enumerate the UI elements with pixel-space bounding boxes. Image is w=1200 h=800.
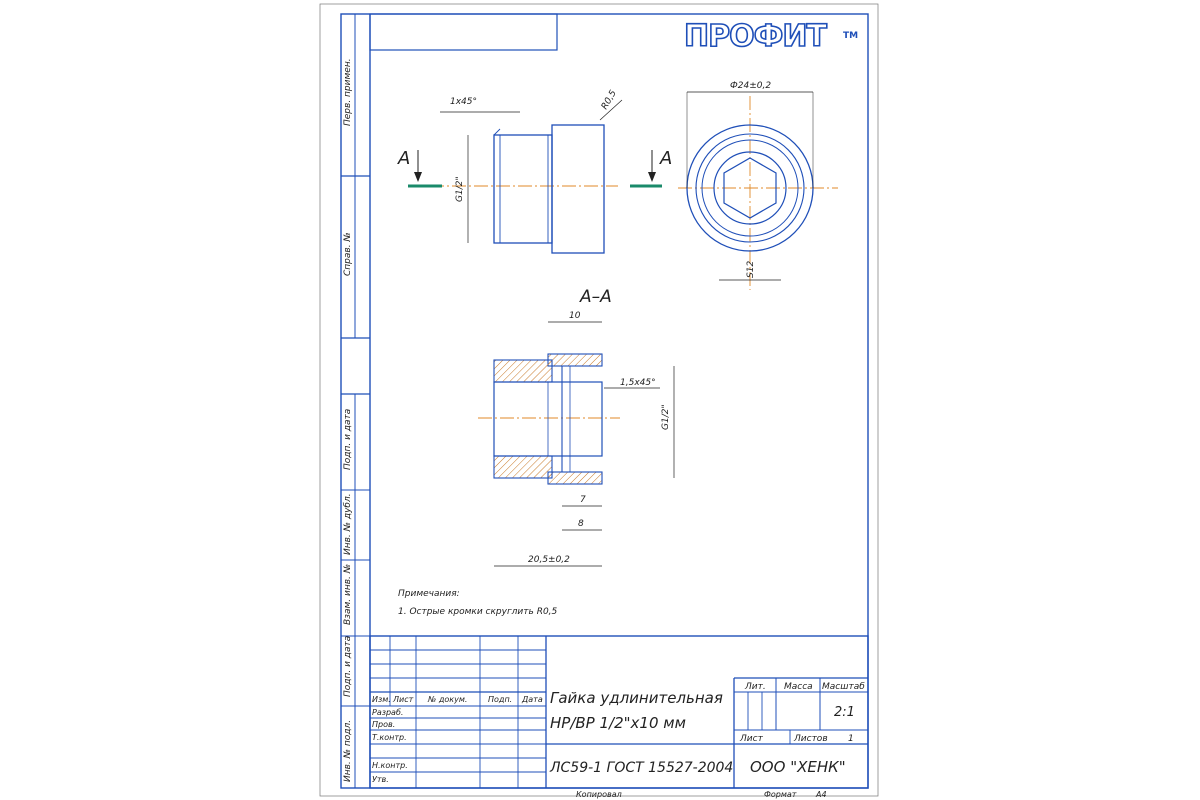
tb-format: Формат [764,790,797,799]
logo-text: ПРОФИТ [684,19,827,54]
tb-utv: Утв. [372,775,389,784]
dim-chamfer-top: 1х45° [450,97,477,107]
logo-tm: TM [843,31,858,41]
notes-title: Примечания: [398,589,460,599]
tb-list-col: Лист [392,695,414,704]
tb-name-line1: Гайка удлинительная [550,689,723,707]
tb-lit: Лит. [744,682,766,692]
dim-length-10: 10 [569,311,581,321]
tb-data: Дата [521,695,543,704]
tb-name-line2: НР/ВР 1/2"х10 мм [550,714,686,732]
tb-scale-value: 2:1 [834,705,855,720]
tb-podp: Подп. [488,695,512,704]
dim-7: 7 [580,495,586,505]
left-label-strip: Перв. примен. Справ. № Подп. и дата Инв.… [341,14,370,788]
dim-thread-section: G1/2" [661,404,671,430]
tb-listov: Листов [793,734,828,744]
tb-t-kontr: Т.контр. [372,733,407,742]
side-label-perv-primen: Перв. примен. [343,58,353,126]
side-label-sprav-no: Справ. № [343,232,353,276]
end-view: Ф24±0,2 S12 [678,81,838,290]
dim-hex: S12 [746,261,756,278]
section-view: А–А 10 1,5х45° G1/2" 7 8 20,5±0,2 [478,287,675,567]
title-block: Изм. Лист № докум. Подп. Дата Разраб. Пр… [369,635,869,799]
tb-listov-value: 1 [848,734,854,744]
side-view: А А 1х45° R0,5 G1/2" [397,88,672,254]
tb-format-value: А4 [815,790,827,799]
tb-razrab: Разраб. [372,708,403,717]
notes: Примечания: 1. Острые кромки скруглить R… [398,589,558,617]
dim-diameter: Ф24±0,2 [730,81,771,91]
dim-thread-left: G1/2" [455,176,465,202]
dim-overall: 20,5±0,2 [528,555,570,565]
tb-izm: Изм. [372,695,391,704]
dim-8: 8 [578,519,584,529]
section-title: А–А [579,287,612,307]
side-label-inv-podl: Инв. № подл. [343,720,353,782]
dim-radius: R0,5 [600,88,619,111]
profit-logo: ПРОФИТ TM [683,18,858,55]
tb-masshtab: Масштаб [822,682,865,692]
tb-company: ООО "ХЕНК" [750,758,846,776]
tb-prov: Пров. [372,720,395,729]
section-marker-right: А [659,148,672,169]
sheet-frame [319,3,879,797]
side-label-podp-data-1: Подп. и дата [343,409,353,470]
section-marker-left: А [397,148,410,169]
tb-material: ЛС59-1 ГОСТ 15527-2004 [549,760,733,776]
tb-no-dokum: № докум. [427,695,467,704]
side-label-podp-data-2: Подп. и дата [343,636,353,697]
side-label-inv-dubl: Инв. № дубл. [343,493,353,555]
tb-n-kontr: Н.контр. [372,761,408,770]
side-label-vzam-inv: Взам. инв. № [343,564,353,625]
tb-massa: Масса [784,682,813,692]
tb-list: Лист [739,734,764,744]
dim-chamfer-section: 1,5х45° [620,378,656,388]
tb-kopiroval: Копировал [576,790,622,799]
notes-item-1: 1. Острые кромки скруглить R0,5 [398,607,558,617]
